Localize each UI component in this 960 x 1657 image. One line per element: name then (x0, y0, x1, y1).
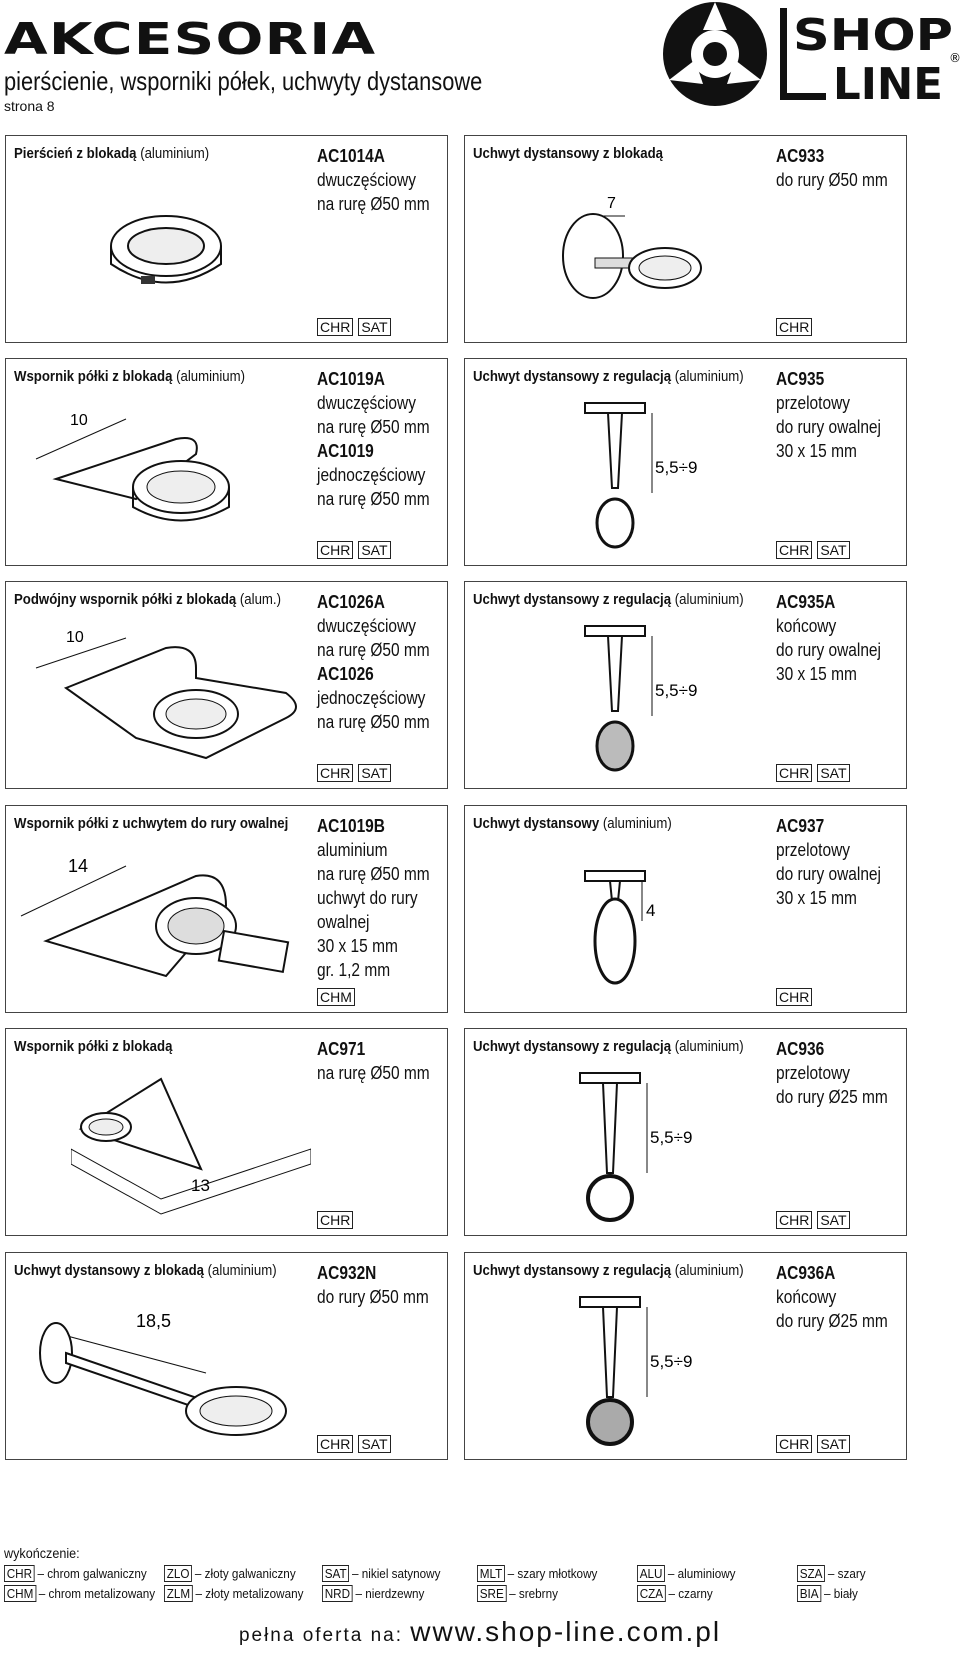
svg-text:5,5÷9: 5,5÷9 (650, 1352, 692, 1371)
legend-item: CZA– czarny (637, 1585, 781, 1602)
adjustable-holder-end-drawing: 5,5÷9 (584, 625, 697, 772)
finish-legend: wykończenie: CHR– chrom galwaniczny ZLO–… (4, 1545, 954, 1602)
product-name: Pierścień z blokadą (aluminium) (14, 145, 210, 162)
svg-text:®: ® (949, 51, 960, 65)
svg-text:5,5÷9: 5,5÷9 (655, 458, 697, 477)
legend-item: ZLM– złoty metalizowany (164, 1585, 306, 1602)
finish-tags: CHR (317, 1211, 354, 1229)
legend-item: ALU– aluminiowy (637, 1565, 781, 1582)
legend-item: BIA– biały (797, 1585, 905, 1602)
legend-item: CHR– chrom galwaniczny (4, 1565, 148, 1582)
svg-text:5,5÷9: 5,5÷9 (655, 681, 697, 700)
adjustable-holder-drawing: 5,5÷9 (584, 402, 697, 549)
svg-text:10: 10 (70, 412, 88, 429)
page-title: AKCESORIA (4, 14, 377, 65)
product-card[interactable]: Uchwyt dystansowy z regulacją (aluminium… (464, 581, 907, 789)
svg-text:5,5÷9: 5,5÷9 (650, 1128, 692, 1147)
long-spacer-drawing: 18,5 (39, 1311, 287, 1436)
legend-item: CHM– chrom metalizowany (4, 1585, 155, 1602)
legend-item: NRD– nierdzewny (322, 1585, 462, 1602)
product-card[interactable]: Podwójny wspornik półki z blokadą (alum.… (5, 581, 448, 789)
product-card[interactable]: Wspornik półki z blokadą (aluminium) AC1… (5, 358, 448, 566)
product-name: Uchwyt dystansowy z regulacją (aluminium… (473, 1262, 744, 1279)
finish-tags: CHR (776, 318, 813, 336)
finish-tags: CHR (776, 988, 813, 1006)
page-subtitle: pierścienie, wsporniki półek, uchwyty dy… (4, 66, 483, 96)
bracket-oval-holder-drawing: 14 (20, 856, 290, 978)
legend-item: ZLO– złoty galwaniczny (164, 1565, 306, 1582)
spacer-holder-drawing: 7 (562, 195, 702, 299)
round-holder-drawing: 5,5÷9 (579, 1072, 692, 1222)
product-name: Wspornik półki z uchwytem do rury owalne… (14, 815, 289, 832)
svg-text:13: 13 (191, 1176, 210, 1195)
product-name: Uchwyt dystansowy (aluminium) (473, 815, 672, 832)
corner-bracket-drawing: 13 (71, 1077, 311, 1215)
logo-top-text: SHOP (793, 10, 953, 61)
product-card[interactable]: Wspornik półki z uchwytem do rury owalne… (5, 805, 448, 1013)
product-card[interactable]: Uchwyt dystansowy z regulacją (aluminium… (464, 1252, 907, 1460)
svg-text:18,5: 18,5 (136, 1311, 171, 1331)
shelf-bracket-drawing: 10 (35, 412, 230, 522)
legend-item: SZA– szary (797, 1565, 905, 1582)
finish-tags: CHM (317, 988, 355, 1006)
product-name: Wspornik półki z blokadą (aluminium) (14, 368, 246, 385)
product-name: Wspornik półki z blokadą (14, 1038, 173, 1055)
ring-drawing (110, 215, 222, 284)
product-name: Uchwyt dystansowy z blokadą (aluminium) (14, 1262, 277, 1279)
footer: pełna oferta na: www.shop-line.com.pl (0, 1616, 960, 1648)
product-name: Uchwyt dystansowy z regulacją (aluminium… (473, 368, 744, 385)
round-holder-end-drawing: 5,5÷9 (579, 1296, 692, 1446)
double-bracket-drawing: 10 (35, 629, 297, 760)
product-name: Uchwyt dystansowy z blokadą (473, 145, 663, 162)
product-name: Uchwyt dystansowy z regulacją (aluminium… (473, 1038, 744, 1055)
legend-item: SRE– srebrny (477, 1585, 621, 1602)
logo-bottom-text: LINE (833, 59, 943, 110)
product-name: Podwójny wspornik półki z blokadą (alum.… (14, 591, 281, 608)
svg-text:4: 4 (646, 901, 655, 920)
product-card[interactable]: Uchwyt dystansowy z blokadą (aluminium) … (5, 1252, 448, 1460)
svg-text:14: 14 (68, 856, 88, 876)
product-name: Uchwyt dystansowy z regulacją (aluminium… (473, 591, 744, 608)
short-holder-drawing: 4 (584, 870, 655, 985)
page-number: strona 8 (4, 98, 55, 114)
footer-prefix: pełna oferta na: (238, 1625, 411, 1646)
shop-line-logo: SHOP LINE ® (663, 2, 960, 110)
product-card[interactable]: Uchwyt dystansowy z regulacją (aluminium… (464, 1028, 907, 1236)
svg-text:10: 10 (66, 629, 84, 646)
legend-item: SAT– nikiel satynowy (322, 1565, 462, 1582)
legend-title: wykończenie: (4, 1545, 80, 1561)
legend-item: MLT– szary młotkowy (477, 1565, 621, 1582)
product-card[interactable]: Uchwyt dystansowy z regulacją (aluminium… (464, 358, 907, 566)
website-link[interactable]: www.shop-line.com.pl (410, 1616, 722, 1647)
svg-text:7: 7 (607, 195, 616, 212)
